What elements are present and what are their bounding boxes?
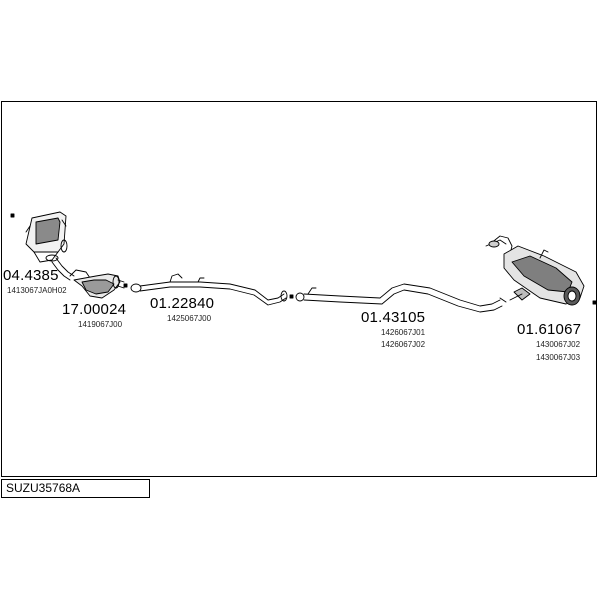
part-number-middle-pipe[interactable]: 01.22840 — [150, 295, 215, 312]
oem-ref-front-pipe: 1413067JA0H02 — [7, 286, 67, 295]
oem-ref-rear-silencer-2: 1430067J03 — [536, 353, 581, 362]
part-number-center-pipe[interactable]: 01.43105 — [361, 309, 426, 326]
middle-pipe-drawing — [130, 273, 294, 306]
rear-silencer-drawing — [485, 235, 585, 306]
center-pipe-drawing — [295, 283, 507, 313]
part-number-rear-silencer[interactable]: 01.61067 — [517, 321, 582, 338]
clamp-marker-2 — [289, 294, 294, 299]
mount-marker-left — [10, 213, 15, 218]
part-number-front-pipe[interactable]: 04.4385 — [3, 267, 59, 284]
oem-ref-rear-silencer-1: 1430067J02 — [536, 340, 581, 349]
diagram-code: SUZU35768A — [1, 479, 150, 498]
oem-ref-catalytic-converter: 1419067J00 — [78, 320, 123, 329]
catalytic-converter-drawing — [69, 269, 128, 299]
front-pipe-drawing — [25, 211, 75, 281]
oem-ref-center-pipe-1: 1426067J01 — [381, 328, 426, 337]
mount-marker-right — [592, 300, 597, 305]
clamp-marker-1 — [123, 283, 128, 288]
oem-ref-center-pipe-2: 1426067J02 — [381, 340, 426, 349]
oem-ref-middle-pipe: 1425067J00 — [167, 314, 212, 323]
diagram-frame — [1, 101, 597, 477]
part-number-catalytic-converter[interactable]: 17.00024 — [62, 301, 127, 318]
